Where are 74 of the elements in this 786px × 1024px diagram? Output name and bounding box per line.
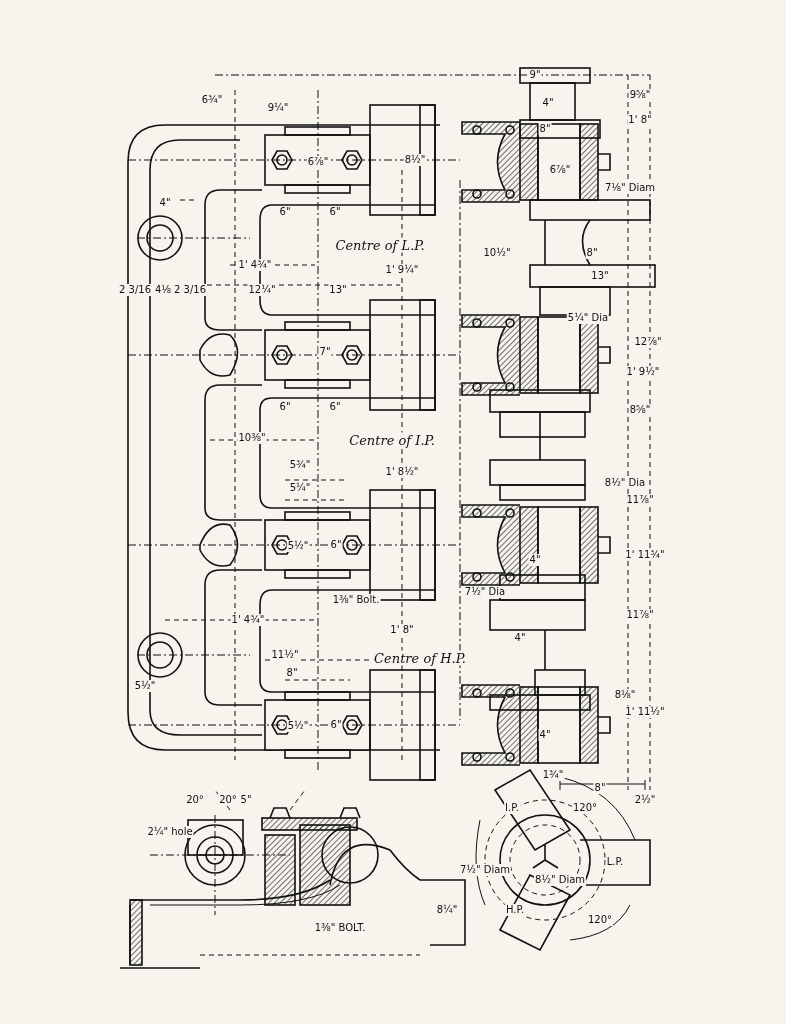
crank-label: L.P.: [605, 856, 625, 868]
dimension-label: 4⅛: [153, 284, 173, 296]
dimension-label: 4": [538, 729, 552, 741]
dimension-label: 5½": [133, 680, 157, 692]
dimension-label: 8": [538, 123, 552, 135]
note-label: 8½" Diam: [533, 874, 587, 886]
note-label: 7½" Dia: [463, 586, 507, 598]
crank-label: I.P.: [504, 802, 520, 814]
dimension-label: 1¾": [541, 769, 565, 781]
angle-label: 120°: [586, 914, 614, 926]
dimension-label: 6": [278, 206, 292, 218]
dimension-label: 10½": [482, 247, 512, 259]
dimension-label: 12⅞": [633, 336, 663, 348]
dimension-label: 8": [585, 247, 599, 259]
dimension-label: 8⅛": [613, 689, 637, 701]
dimension-label: 5": [239, 794, 253, 806]
dimension-label: 1' 8½": [384, 466, 420, 478]
dimension-label: 4": [513, 632, 527, 644]
dimension-label: 4": [541, 97, 555, 109]
dimension-label: 8¼": [435, 904, 459, 916]
note-label: 1⅜" Bolt.: [331, 594, 381, 606]
dimension-label: 8½": [403, 154, 427, 166]
angle-label: 20°: [218, 794, 238, 806]
note-label: 5¼" Dia: [566, 312, 610, 324]
dimension-label: 1' 8": [389, 624, 415, 636]
centre-line-label: Centre of H.P.: [373, 650, 467, 666]
dimension-label: 8⅝": [628, 404, 652, 416]
note-label: 7½" Diam: [458, 864, 512, 876]
dimension-label: 9": [528, 69, 542, 81]
dimension-label: 11½": [270, 649, 300, 661]
note-label: 8½" Dia: [603, 477, 647, 489]
dimension-label: 6": [328, 206, 342, 218]
dimension-label: 4": [528, 554, 542, 566]
centre-line-label: Centre of I.P.: [348, 432, 436, 448]
dimension-label: 8": [285, 667, 299, 679]
dimension-label: 1' 11¾": [624, 549, 666, 561]
dimension-label: 1' 9¼": [384, 264, 420, 276]
dimension-label: 6": [329, 719, 343, 731]
dimension-label: 9¼": [266, 102, 290, 114]
dimension-label: 6": [278, 401, 292, 413]
dimension-label: 9⅝": [628, 89, 652, 101]
dimension-label: 6⅞": [548, 164, 572, 176]
dimension-label: 13": [590, 270, 610, 282]
dimension-label: 8": [593, 782, 607, 794]
dimension-label: 11⅞": [625, 609, 655, 621]
dimension-label: 5½": [286, 540, 310, 552]
angle-label: 20°: [185, 794, 205, 806]
dimension-label: 1' 8": [627, 114, 653, 126]
dimension-label: 1' 4¾": [237, 259, 273, 271]
dimension-label: 12¼": [247, 284, 277, 296]
dimension-label: 5½": [286, 720, 310, 732]
dimension-label: 7": [318, 346, 332, 358]
dimension-label: 6¾": [200, 94, 224, 106]
dimension-label: 13": [328, 284, 348, 296]
dimension-label: 4": [158, 197, 172, 209]
dimension-label: 5¾": [288, 459, 312, 471]
centre-line-label: Centre of L.P.: [334, 237, 426, 253]
note-label: 1⅜" BOLT.: [313, 922, 367, 934]
dimension-label: 2 3/16: [173, 284, 207, 296]
dimension-label: 2 3/16: [118, 284, 152, 296]
dimension-label: 11⅞": [625, 494, 655, 506]
angle-label: 120°: [571, 802, 599, 814]
crank-label: H.P.: [504, 904, 526, 916]
note-label: 7⅛" Diam: [603, 182, 657, 194]
dimension-label: 6": [329, 539, 343, 551]
dimension-label: 6": [328, 401, 342, 413]
dimension-label: 6⅞": [306, 156, 330, 168]
dimension-label: 1' 9½": [625, 366, 661, 378]
dimension-label: 2½": [633, 794, 657, 806]
dimension-label: 1' 4¾": [230, 614, 266, 626]
dimension-label: 1' 11½": [624, 706, 666, 718]
dimension-label: 10⅜": [237, 432, 267, 444]
note-label: 2¼" hole: [146, 826, 194, 838]
dimension-label: 5¼": [288, 482, 312, 494]
